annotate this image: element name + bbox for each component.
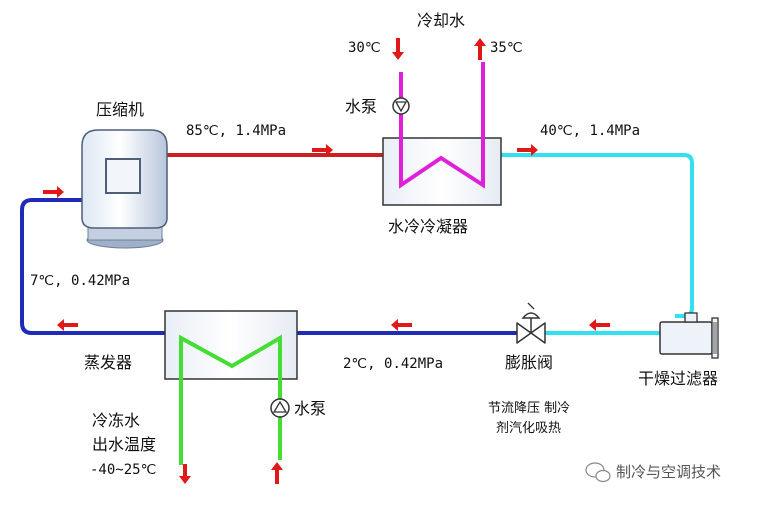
watermark-text: 制冷与空调技术: [616, 463, 721, 481]
flow-arrow: [312, 144, 333, 156]
suction-line: [20, 198, 165, 335]
liquid-line: [501, 153, 694, 318]
evaporator-inlet-state: 2℃, 0.42MPa: [343, 356, 443, 372]
expansion-valve-icon: [516, 302, 546, 344]
chilled-water-pump-label: 水泵: [294, 399, 326, 418]
valve-note-line1: 节流降压 制冷: [488, 401, 570, 416]
filter-drier-label: 干燥过滤器: [638, 369, 718, 388]
chilled-water-in-arrow: [271, 462, 283, 484]
filter-drier-icon: [659, 312, 719, 359]
chilled-water-pump-icon: [270, 398, 290, 418]
flow-arrow: [43, 186, 64, 198]
cooling-water-inlet-temp: 30℃: [348, 40, 381, 56]
wechat-icon: [585, 462, 611, 483]
cooling-water-pump-icon: [392, 97, 410, 115]
cooling-water-outlet-temp: 35℃: [490, 40, 523, 56]
cooling-water-in-arrow: [392, 38, 404, 60]
expansion-valve-label: 膨胀阀: [505, 353, 553, 372]
chilled-water-out-arrow: [179, 464, 191, 484]
cooling-water-coil: [399, 62, 485, 189]
flow-arrow: [391, 319, 412, 331]
flow-arrow: [589, 319, 610, 331]
compressor-label: 压缩机: [96, 100, 144, 119]
chilled-water-line1: 冷冻水: [92, 411, 140, 430]
chilled-water-coil: [179, 334, 282, 465]
cooling-water-title: 冷却水: [417, 11, 465, 30]
compressor: [81, 129, 168, 249]
valve-note-line2: 剂汽化吸热: [496, 421, 561, 436]
chilled-water-line3: -40~25℃: [90, 462, 156, 478]
liquid-state: 40℃, 1.4MPa: [540, 123, 640, 139]
watermark: 制冷与空调技术: [585, 462, 721, 483]
evaporator-label: 蒸发器: [84, 353, 132, 372]
suction-state: 7℃, 0.42MPa: [30, 273, 130, 289]
cooling-water-pump-label: 水泵: [345, 97, 377, 116]
condenser-label: 水冷冷凝器: [388, 217, 468, 236]
evaporator: [164, 310, 298, 380]
flow-arrow: [517, 144, 538, 156]
flow-arrow: [57, 319, 78, 331]
cooling-water-out-arrow: [474, 38, 486, 60]
discharge-state: 85℃, 1.4MPa: [186, 123, 286, 139]
chilled-water-line2: 出水温度: [92, 435, 156, 454]
